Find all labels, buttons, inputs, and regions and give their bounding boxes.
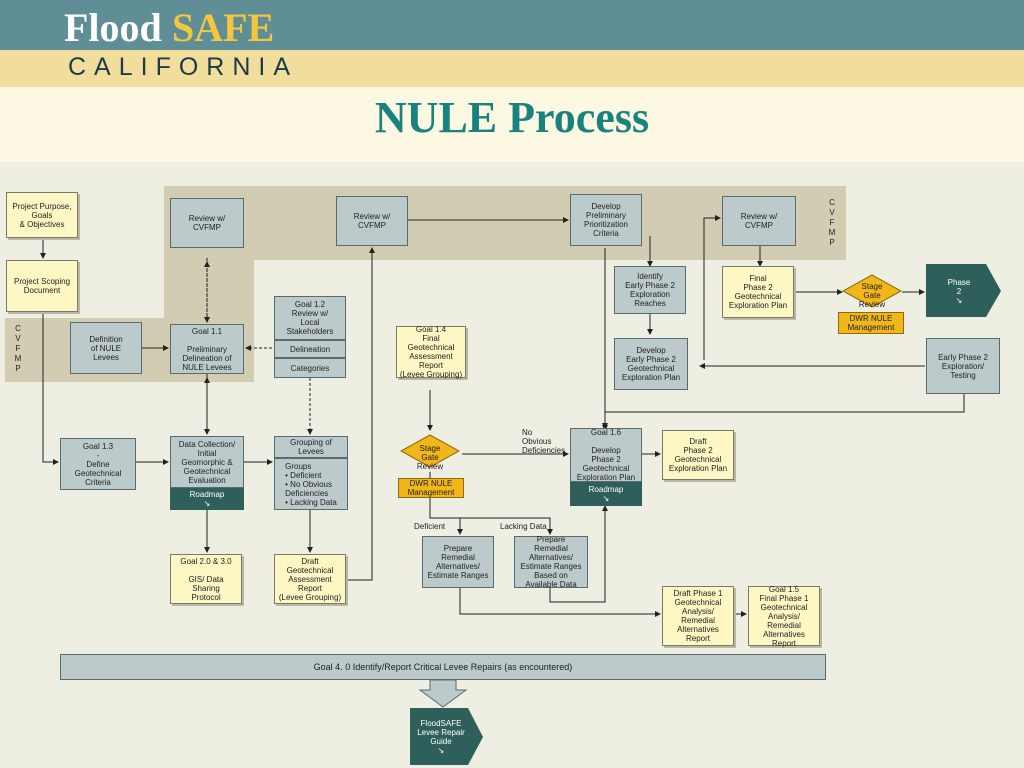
page-title: NULE Process: [374, 93, 650, 142]
draft-phase2-plan-note: Draft Phase 2 Geotechnical Exploration P…: [662, 430, 734, 480]
goal-2-3-note: Goal 2.0 & 3.0 GIS/ Data Sharing Protoco…: [170, 554, 242, 604]
review-cvfmp-box-2: Review w/ CVFMP: [336, 196, 408, 246]
goal-4-0-bar: Goal 4. 0 Identify/Report Critical Levee…: [60, 654, 826, 680]
goal-1-1-box: Goal 1.1 Preliminary Delineation of NULE…: [170, 324, 244, 374]
stage-gate-label-1: Stage Gate Review: [416, 444, 444, 471]
dwr-nule-management-1: DWR NULE Management: [398, 478, 464, 498]
phase-2-label[interactable]: Phase 2 ↘: [947, 277, 971, 305]
floodsafe-guide-label[interactable]: FloodSAFE Levee Repair Guide ↘: [417, 719, 465, 755]
develop-prelim-criteria-box: Develop Preliminary Prioritization Crite…: [570, 194, 642, 246]
review-cvfmp-box-3: Review w/ CVFMP: [722, 196, 796, 246]
project-scoping-note: Project Scoping Document: [6, 260, 78, 312]
develop-early-phase2-box: Develop Early Phase 2 Geotechnical Explo…: [614, 338, 688, 390]
cvfmp-label-right: C V F M P: [828, 198, 836, 247]
dwr-nule-management-2: DWR NULE Management: [838, 312, 904, 334]
connector-lines: [40, 215, 965, 693]
logo-flood-text: Flood: [64, 5, 162, 50]
early-phase2-exploration-box: Early Phase 2 Exploration/ Testing: [926, 338, 1000, 394]
header-band: [0, 0, 1024, 50]
floodsafe-logo: Flood SAFE: [60, 0, 280, 52]
goal-1-2-delineation: Delineation: [274, 340, 346, 358]
goal-1-6-box: Goal 1.6 Develop Phase 2 Geotechnical Ex…: [570, 428, 642, 482]
prepare-remedial-box-1: Prepare Remedial Alternatives/ Estimate …: [422, 536, 494, 588]
edge-label-deficient: Deficient: [414, 522, 446, 531]
draft-phase1-report-note: Draft Phase 1 Geotechnical Analysis/ Rem…: [662, 586, 734, 646]
draft-geotech-report-note: Draft Geotechnical Assessment Report (Le…: [274, 554, 346, 604]
logo-california-text: CALIFORNIA: [68, 53, 299, 81]
phase-2-arrow-shape: [926, 264, 1001, 317]
project-purpose-note: Project Purpose, Goals & Objectives: [6, 192, 78, 238]
data-collection-roadmap[interactable]: Roadmap ↘: [170, 488, 244, 510]
down-arrow-shape: [418, 680, 468, 708]
stage-gate-label-2: Stage Gate Review: [858, 282, 886, 309]
definition-nule-box: Definition of NULE Levees: [70, 322, 142, 374]
goal-1-6-roadmap[interactable]: Roadmap ↘: [570, 482, 642, 506]
grouping-levees-groups: Groups • Deficient • No Obvious Deficien…: [274, 458, 348, 510]
goal-1-5-note: Goal 1.5 Final Phase 1 Geotechnical Anal…: [748, 585, 820, 648]
edge-label-lacking-data: Lacking Data: [500, 522, 547, 531]
stage-gate-diamond-1: [400, 434, 460, 468]
goal-1-4-note: Goal 1.4 Final Geotechnical Assessment R…: [396, 325, 466, 379]
goal-1-2-categories: Categories: [274, 358, 346, 378]
grouping-levees-title: Grouping of Levees: [274, 436, 348, 458]
data-collection-box: Data Collection/ Initial Geomorphic & Ge…: [170, 436, 244, 488]
prepare-remedial-box-2: Prepare Remedial Alternatives/ Estimate …: [514, 535, 588, 589]
stage-gate-diamond-2: [842, 274, 902, 308]
review-cvfmp-box-1: Review w/ CVFMP: [170, 198, 244, 248]
nule-process-diagram: C V F M P C V F M P: [0, 162, 1024, 768]
edge-label-no-obvious: No Obvious Deficiencies: [522, 428, 566, 455]
floodsafe-guide-shape: [410, 708, 483, 765]
cvfmp-label-left: C V F M P: [14, 324, 22, 373]
logo-safe-text: SAFE: [172, 5, 275, 50]
identify-early-phase2-box: Identify Early Phase 2 Exploration Reach…: [614, 266, 686, 314]
goal-1-3-box: Goal 1.3 - Define Geotechnical Criteria: [60, 438, 136, 490]
goal-1-2-box: Goal 1.2 Review w/ Local Stakeholders: [274, 296, 346, 340]
final-phase2-plan-note: Final Phase 2 Geotechnical Exploration P…: [722, 266, 794, 318]
header-accent-band: [0, 50, 1024, 87]
